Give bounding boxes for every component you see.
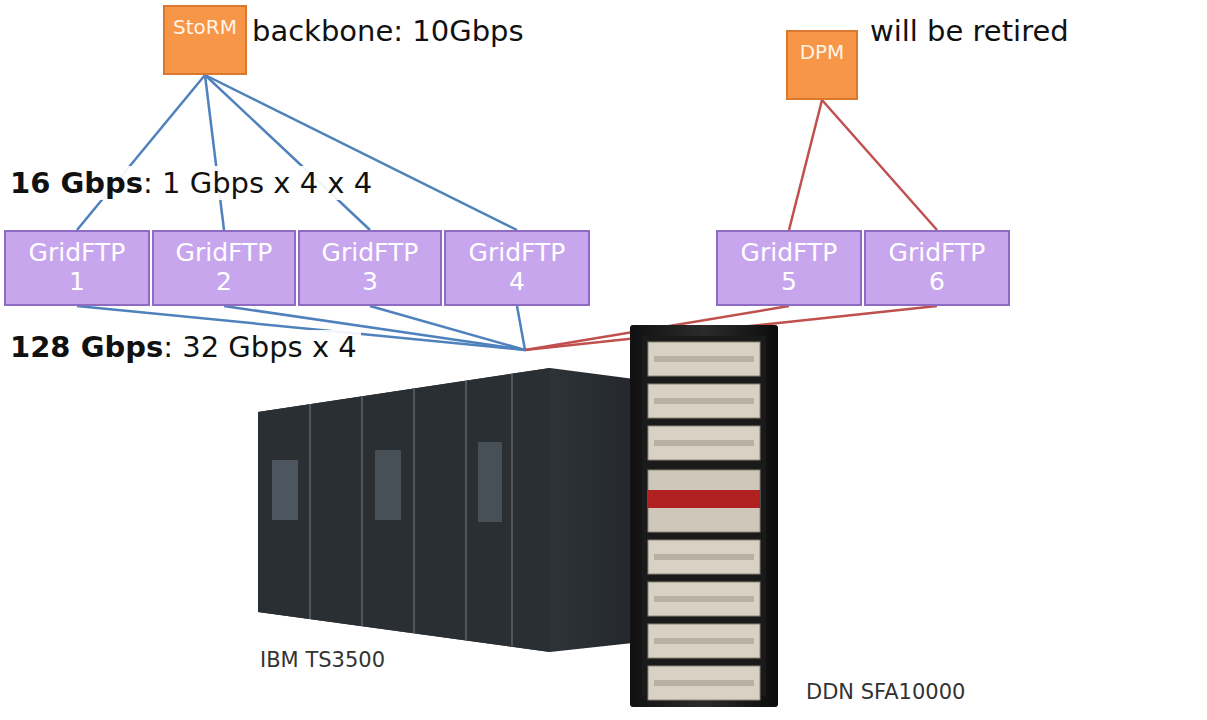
device-label: DDN SFA10000 bbox=[806, 680, 965, 704]
gridftp-server-box: GridFTP 2 bbox=[152, 230, 296, 306]
box-label: DPM bbox=[800, 40, 845, 64]
storage-manager-box: DPM bbox=[786, 30, 858, 100]
bandwidth-note: 16 Gbps: 1 Gbps x 4 x 4 bbox=[6, 166, 376, 200]
link-line bbox=[77, 75, 205, 230]
box-label: GridFTP 5 bbox=[741, 239, 838, 297]
box-label: StoRM bbox=[173, 15, 237, 39]
box-label: GridFTP 3 bbox=[322, 239, 419, 297]
annotation: backbone: 10Gbps bbox=[252, 14, 524, 48]
link-line bbox=[205, 75, 370, 230]
annotation: will be retired bbox=[870, 14, 1069, 48]
gridftp-server-box: GridFTP 4 bbox=[444, 230, 590, 306]
box-label: GridFTP 1 bbox=[29, 239, 126, 297]
storage-manager-box: StoRM bbox=[163, 5, 247, 75]
gridftp-server-box: GridFTP 1 bbox=[4, 230, 150, 306]
link-line bbox=[205, 75, 517, 230]
link-line bbox=[789, 100, 822, 230]
box-label: GridFTP 2 bbox=[176, 239, 273, 297]
bandwidth-total: 16 Gbps bbox=[10, 166, 143, 200]
bandwidth-note: 128 Gbps: 32 Gbps x 4 bbox=[6, 330, 361, 364]
storage-system: IBM TS3500DDN SFA10000 bbox=[250, 350, 970, 710]
gridftp-server-box: GridFTP 3 bbox=[298, 230, 442, 306]
box-label: GridFTP 4 bbox=[469, 239, 566, 297]
gridftp-server-box: GridFTP 5 bbox=[716, 230, 862, 306]
link-line bbox=[370, 306, 525, 350]
device-label: IBM TS3500 bbox=[260, 648, 385, 672]
link-line bbox=[205, 75, 224, 230]
bandwidth-total: 128 Gbps bbox=[10, 330, 163, 364]
link-line bbox=[822, 100, 937, 230]
gridftp-server-box: GridFTP 6 bbox=[864, 230, 1010, 306]
link-line bbox=[517, 306, 525, 350]
bandwidth-detail: : 1 Gbps x 4 x 4 bbox=[143, 166, 372, 200]
bandwidth-detail: : 32 Gbps x 4 bbox=[163, 330, 357, 364]
box-label: GridFTP 6 bbox=[889, 239, 986, 297]
